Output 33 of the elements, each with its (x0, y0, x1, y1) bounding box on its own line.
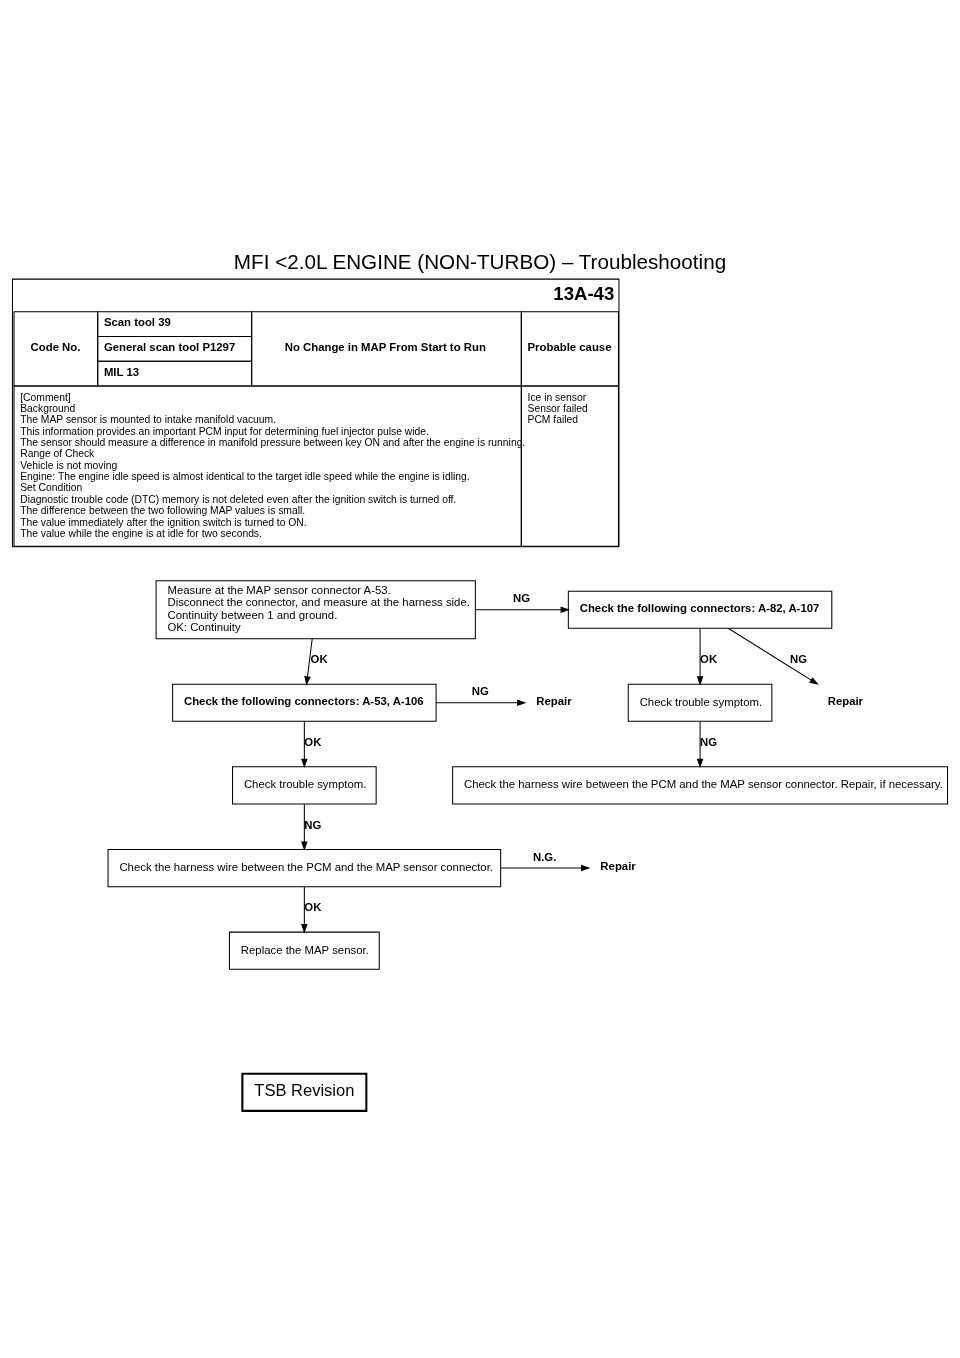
node-text: Repair (536, 694, 572, 707)
edge-label: NG (513, 591, 531, 604)
node-text: Repair (600, 859, 636, 872)
label: [Comment] (20, 391, 71, 403)
label: The value immediately after the ignition switch is turned to ON. (20, 516, 307, 528)
diagram-title: MFI <2.0L ENGINE (NON-TURBO) – Troubleshooting (233, 249, 727, 273)
edge-label: NG (471, 684, 489, 697)
label: Diagnostic trouble code (DTC) memory is not deleted even after the ignition switch is turned off. (20, 493, 457, 505)
label: The difference between the two following MAP values is small. (20, 504, 306, 516)
label: Scan tool 39 (103, 315, 171, 328)
label: Probable cause (527, 340, 612, 353)
edge-label: N.G. (532, 850, 557, 863)
label: Range of Check (20, 447, 95, 459)
node-text: Repair (827, 694, 864, 707)
label: TSB Revision (254, 1080, 355, 1100)
label: The value while the engine is at idle for two seconds. (20, 527, 262, 539)
label: MIL 13 (103, 365, 140, 378)
label: No Change in MAP From Start to Run (284, 340, 486, 353)
label: The MAP sensor is mounted to intake manifold vacuum. (20, 413, 277, 425)
label: Sensor failed (527, 402, 588, 414)
label: Background (20, 402, 76, 414)
label: Set Condition (20, 481, 83, 493)
label: PCM failed (527, 413, 579, 425)
label: 13A-43 (553, 282, 615, 304)
label: Code No. (30, 340, 81, 353)
edge-label: NG (789, 652, 808, 665)
edge-label: NG (304, 818, 322, 831)
label: General scan tool P1297 (103, 340, 236, 353)
label: Vehicle is not moving (20, 459, 118, 471)
label: Engine: The engine idle speed is almost identical to the target idle speed while the engine is idling. (20, 470, 470, 482)
label: Ice in sensor (527, 391, 587, 403)
edge-label: OK (310, 652, 328, 665)
label: This information provides an important PCM input for determining fuel injector pulse wide. (20, 425, 429, 437)
